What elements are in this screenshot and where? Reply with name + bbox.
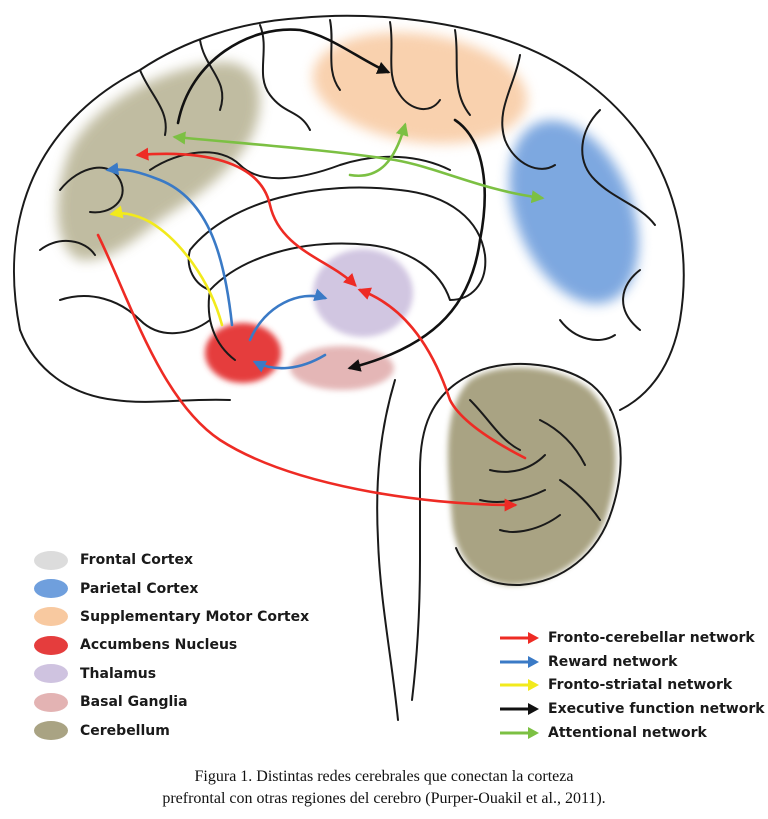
legend-region-item: Parietal Cortex (34, 574, 364, 602)
fronto-striatal-arrow (109, 205, 224, 327)
legend-network-label: Attentional network (548, 725, 707, 742)
fronto-cerebellar-arrow-lower (96, 233, 518, 512)
legend-region-swatch (34, 607, 68, 627)
legend-network-item: Executive function network (498, 697, 765, 721)
parietal-cortex-region (509, 120, 639, 304)
legend-region-label: Accumbens Nucleus (80, 637, 238, 654)
reward-arrow-frontal (105, 162, 234, 327)
legend-region-item: Basal Ganglia (34, 688, 364, 716)
fronto-cerebellar-arrow-upper (135, 147, 357, 287)
caption-line-2: prefrontal con otras regiones del cerebr… (162, 790, 606, 807)
frontal-cortex-region (57, 61, 260, 261)
legend-network-item: Fronto-striatal network (498, 674, 763, 698)
legend-region-swatch (34, 692, 68, 712)
fronto-cerebellar-arrow-thalamus (357, 287, 527, 460)
legend-region-swatch (34, 664, 68, 684)
legend-arrow-icon (500, 679, 539, 692)
legend-region-label: Parietal Cortex (80, 580, 199, 597)
reward-arrow-accumbens (252, 353, 327, 373)
legend-network-item: Reward network (498, 650, 763, 674)
legend-region-item: Accumbens Nucleus (34, 631, 364, 659)
attentional-arrow-horizontal (172, 131, 545, 204)
brain-diagram (13, 14, 685, 721)
legend-network-item: Attentional network (498, 721, 763, 745)
legend-region-item: Supplementary Motor Cortex (34, 603, 364, 631)
legend-region-swatch (34, 579, 68, 599)
legend-network-label: Executive function network (548, 701, 765, 718)
legend-region-swatch (34, 721, 68, 741)
legend-region-label: Frontal Cortex (80, 552, 193, 569)
legend-arrow-icon (500, 655, 539, 668)
legend-network-item: Fronto-cerebellar network (498, 626, 763, 650)
reward-arrow-thalamus (248, 288, 328, 342)
legend-arrow-icon (500, 727, 539, 740)
legend-region-label: Thalamus (80, 665, 157, 682)
region-highlights (57, 32, 639, 585)
figure-caption: Figura 1. Distintas redes cerebrales que… (0, 766, 768, 810)
legend-arrow-icon (500, 631, 539, 644)
basal-ganglia-region (290, 346, 394, 390)
executive-arrow-top (176, 28, 391, 125)
legend-region-label: Basal Ganglia (80, 694, 188, 711)
supplementary-motor-cortex-region (312, 32, 528, 144)
cerebellum-region (447, 367, 616, 585)
legend-region-swatch (34, 550, 68, 570)
legend-region-label: Cerebellum (80, 722, 170, 739)
legend-region-item: Thalamus (34, 660, 364, 688)
legend-arrow-icon (500, 703, 539, 716)
accumbens-nucleus-region (205, 323, 281, 383)
legend-region-label: Supplementary Motor Cortex (80, 608, 310, 625)
legend-region-item: Frontal Cortex (34, 546, 364, 574)
legend-network-label: Fronto-striatal network (548, 677, 733, 694)
network-arrows (96, 28, 545, 512)
legend-region-item: Cerebellum (34, 716, 364, 744)
legend-region-swatch (34, 635, 68, 655)
caption-line-1: Figura 1. Distintas redes cerebrales que… (194, 768, 574, 785)
legend-network-label: Fronto-cerebellar network (548, 629, 755, 646)
attentional-arrow-up (348, 122, 409, 178)
legend-network-label: Reward network (548, 653, 678, 670)
thalamus-region (313, 249, 413, 337)
